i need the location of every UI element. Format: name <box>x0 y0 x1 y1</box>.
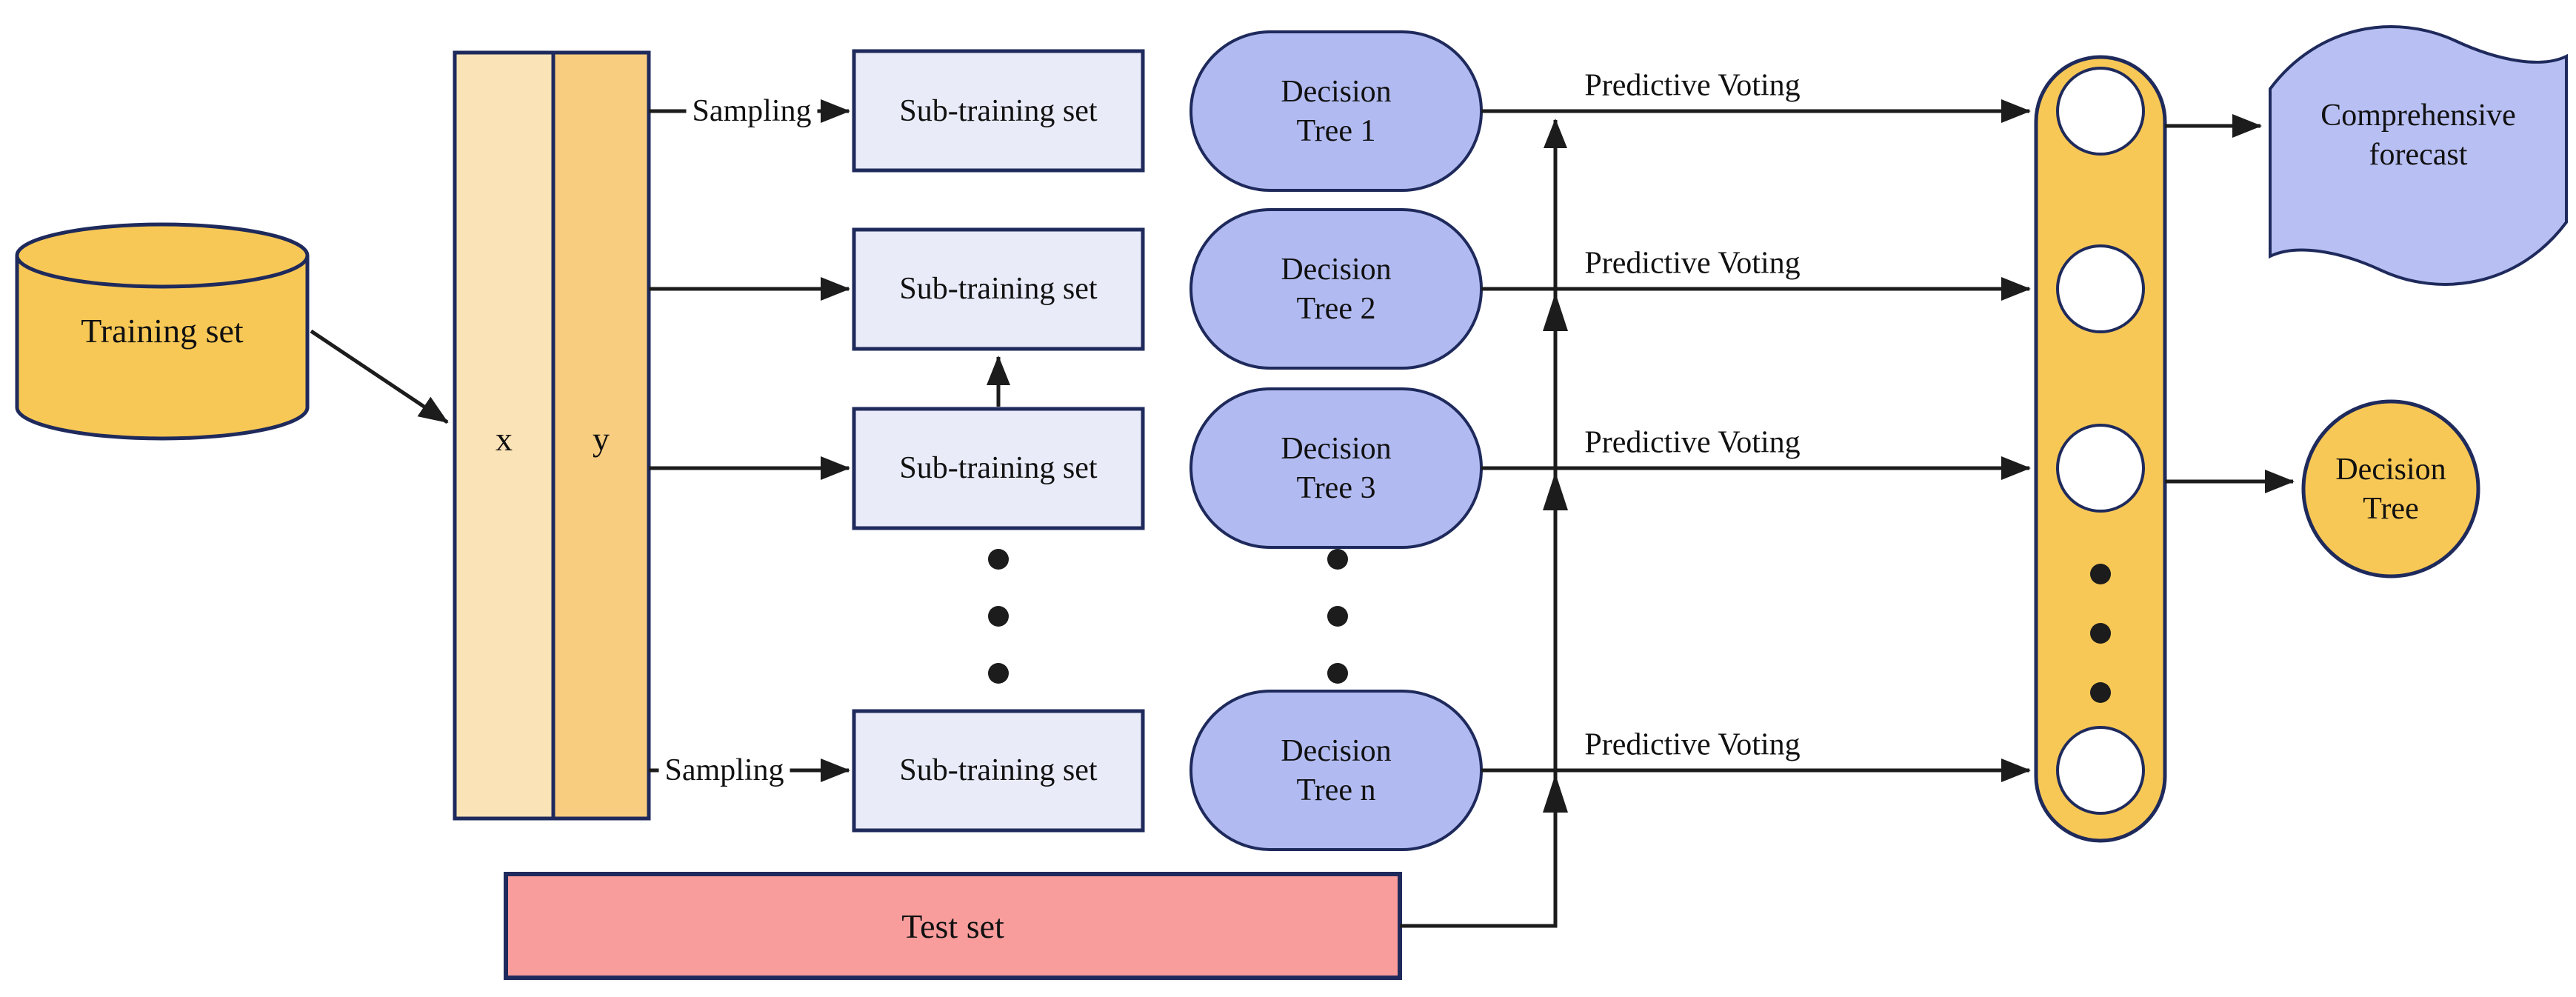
sub-training-set-box-1 <box>852 49 1145 173</box>
x-column <box>453 50 555 821</box>
predictive-voting-label-3: Predictive Voting <box>1584 425 1801 460</box>
sub-training-set-label-1: Sub-training set <box>899 94 1098 128</box>
decision-tree-ellipsis-dots <box>1327 549 1348 684</box>
sub-training-set-box-2 <box>852 227 1145 351</box>
comprehensive-forecast-label: Comprehensive forecast <box>2285 96 2552 174</box>
final-decision-tree-line2: Tree <box>2363 491 2419 526</box>
sampling-label-1: Sampling <box>686 91 818 131</box>
decision-tree-n-line2: Tree n <box>1296 773 1376 807</box>
test-set-feed-line <box>1400 118 1567 928</box>
training-set-label: Training set <box>81 312 244 350</box>
decision-tree-1-line1: Decision <box>1281 75 1392 109</box>
test-feed-arrowhead-2 <box>1543 293 1568 331</box>
decision-tree-2-line2: Tree 2 <box>1296 291 1376 326</box>
final-decision-tree-label: Decision Tree <box>2280 450 2502 528</box>
test-set-label: Test set <box>901 907 1004 945</box>
sub-training-set-label-4: Sub-training set <box>899 753 1098 787</box>
voting-node-2 <box>2056 244 2145 333</box>
x-column-label: x <box>495 420 513 458</box>
comprehensive-forecast-flag <box>2269 25 2568 286</box>
final-decision-tree-line1: Decision <box>2335 453 2446 487</box>
decision-tree-label-1: Decision Tree 1 <box>1191 73 1481 150</box>
training-set-cylinder <box>15 222 310 441</box>
decision-tree-label-2: Decision Tree 2 <box>1191 250 1481 328</box>
y-column-label: y <box>593 420 610 458</box>
decision-tree-n-line1: Decision <box>1281 734 1392 768</box>
decision-tree-3-line1: Decision <box>1281 432 1392 466</box>
sampling-label-2: Sampling <box>658 750 790 790</box>
voting-node-3 <box>2056 424 2145 513</box>
predictive-voting-label-1: Predictive Voting <box>1584 68 1801 103</box>
sub-training-set-label-2: Sub-training set <box>899 272 1098 306</box>
sub-training-set-label-3: Sub-training set <box>899 451 1098 485</box>
sub-training-set-box-3 <box>852 407 1145 530</box>
test-feed-arrowhead-3 <box>1543 472 1568 510</box>
predictive-voting-label-n: Predictive Voting <box>1584 727 1801 762</box>
decision-tree-label-n: Decision Tree n <box>1191 732 1481 810</box>
arrow-training-to-matrix <box>310 329 449 424</box>
voting-node-n <box>2056 726 2145 815</box>
sub-training-ellipsis-dots <box>988 549 1009 684</box>
comprehensive-forecast-line2: forecast <box>2369 137 2468 172</box>
voting-node-1 <box>2056 67 2145 156</box>
sub-training-set-box-4 <box>852 709 1145 833</box>
voting-capsule-ellipsis-dots <box>2090 564 2111 703</box>
test-feed-arrowhead-n <box>1543 774 1568 813</box>
final-decision-tree-circle <box>2301 399 2480 578</box>
decision-tree-2-line1: Decision <box>1281 253 1392 287</box>
predictive-voting-label-2: Predictive Voting <box>1584 246 1801 281</box>
decision-tree-3-line2: Tree 3 <box>1296 470 1376 505</box>
y-column <box>551 50 651 821</box>
test-set-box <box>504 872 1402 980</box>
comprehensive-forecast-line1: Comprehensive <box>2320 99 2516 133</box>
decision-tree-label-3: Decision Tree 3 <box>1191 430 1481 507</box>
decision-tree-1-line2: Tree 1 <box>1296 113 1376 148</box>
